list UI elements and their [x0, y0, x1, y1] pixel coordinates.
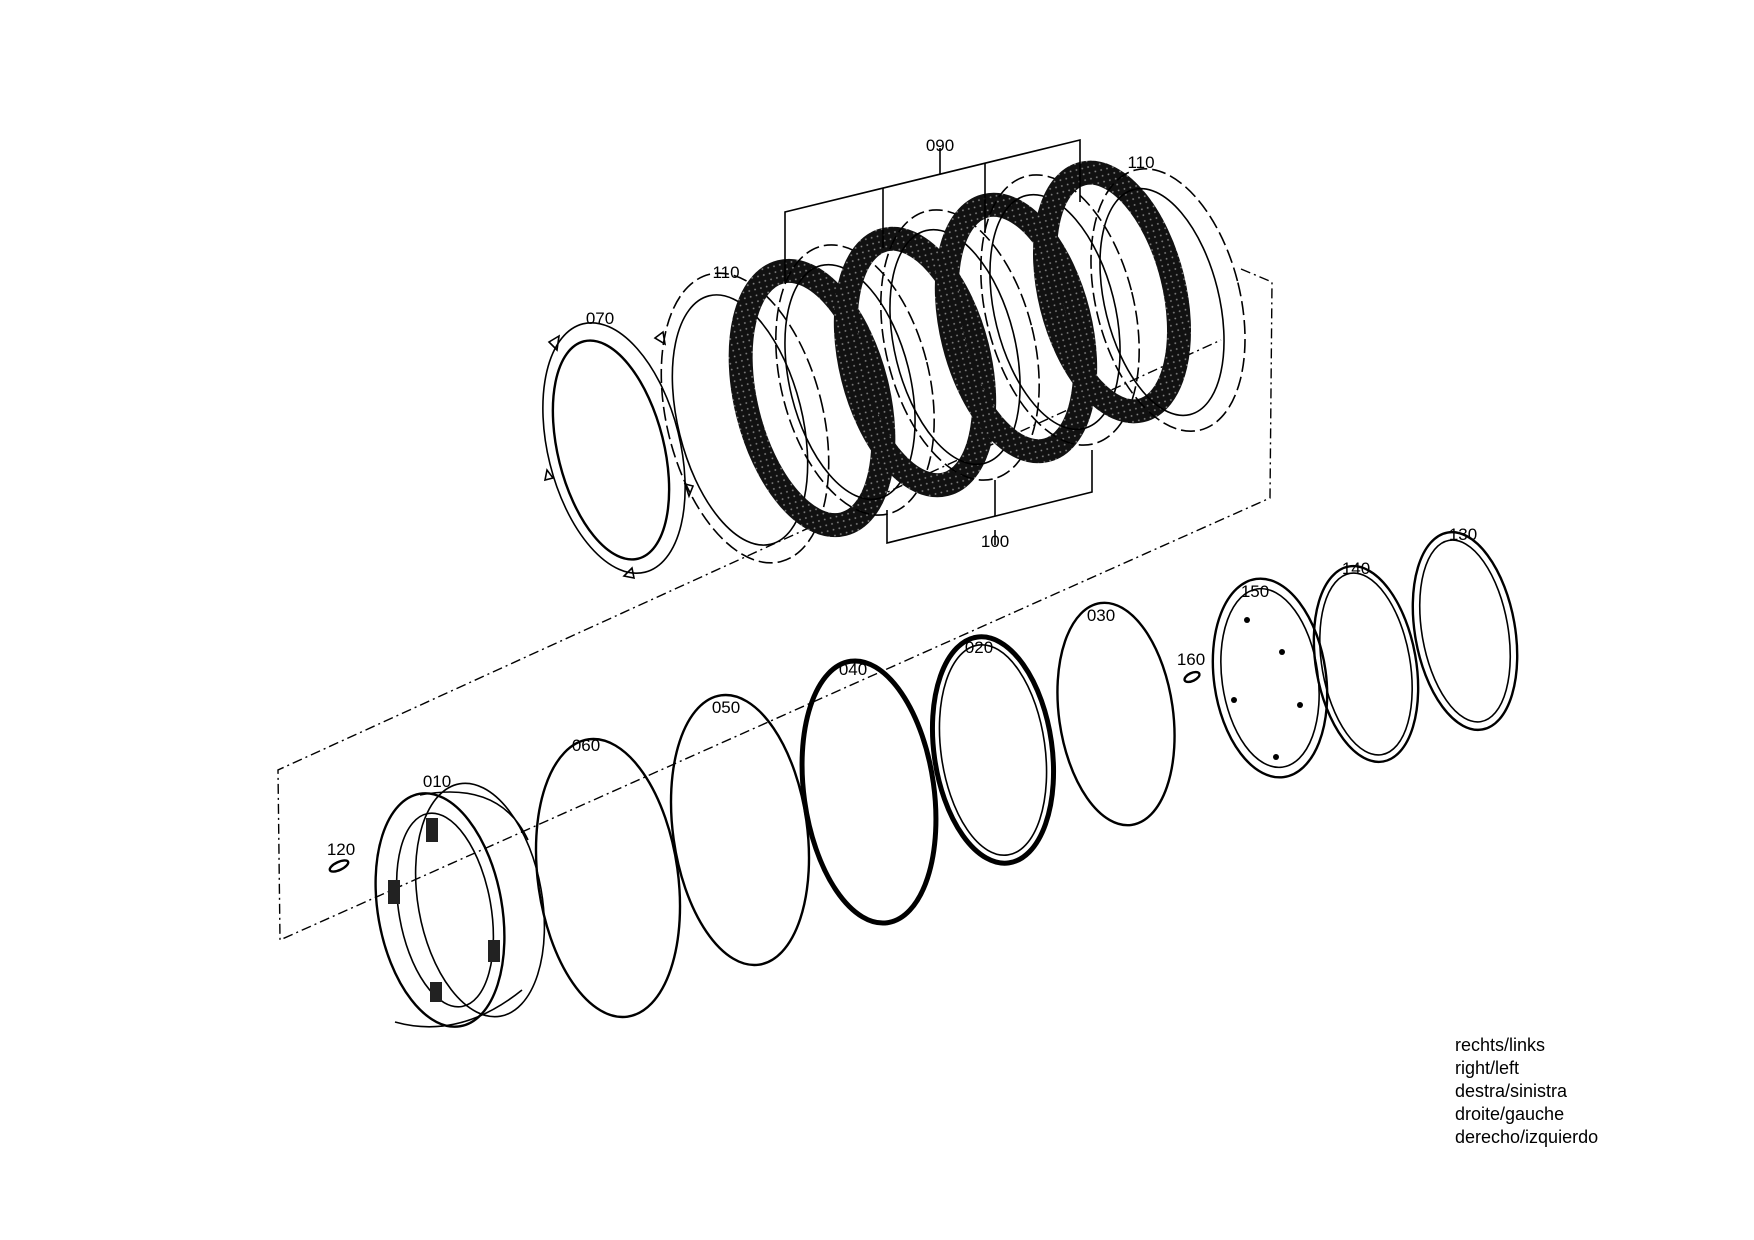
side-legend: rechts/links right/left destra/sinistra … [1455, 1034, 1598, 1149]
bracket-100 [886, 450, 1093, 545]
part-020-ring [929, 634, 1057, 866]
label-120: 120 [327, 840, 355, 859]
label-050: 050 [712, 698, 740, 717]
label-030: 030 [1087, 606, 1115, 625]
legend-line: right/left [1455, 1058, 1520, 1078]
legend-line: derecho/izquierdo [1455, 1127, 1599, 1147]
assembly-outline [277, 268, 1273, 942]
label-070: 070 [586, 309, 614, 328]
part-120-pin [328, 859, 350, 873]
part-130-ring [1411, 530, 1519, 732]
legend-line: droite/gauche [1455, 1104, 1565, 1124]
label-020: 020 [965, 638, 993, 657]
label-140: 140 [1342, 559, 1370, 578]
label-100: 100 [981, 532, 1009, 551]
part-140-ring [1312, 564, 1420, 764]
label-160: 160 [1177, 650, 1205, 669]
part-050-ring [669, 693, 811, 967]
part-030-ring [1056, 601, 1176, 827]
part-010-piston [374, 782, 546, 1028]
part-060-ring [534, 737, 682, 1019]
part-040-ring [799, 658, 939, 926]
part-110-right-plate [1090, 168, 1246, 432]
label-090: 090 [926, 136, 954, 155]
legend-line: rechts/links [1455, 1035, 1546, 1055]
label-110-left: 110 [712, 263, 739, 282]
label-130: 130 [1449, 525, 1477, 544]
label-150: 150 [1241, 582, 1269, 601]
legend-line: destra/sinistra [1455, 1081, 1568, 1101]
label-010: 010 [423, 772, 451, 791]
bracket-090 [784, 138, 1081, 283]
label-110-right: 110 [1127, 153, 1154, 172]
label-040: 040 [839, 660, 867, 679]
plate-stack [728, 160, 1192, 538]
part-110-left-plate [660, 272, 830, 564]
part-070-plate [542, 321, 695, 580]
part-160-pin [1183, 670, 1201, 684]
label-060: 060 [572, 736, 600, 755]
